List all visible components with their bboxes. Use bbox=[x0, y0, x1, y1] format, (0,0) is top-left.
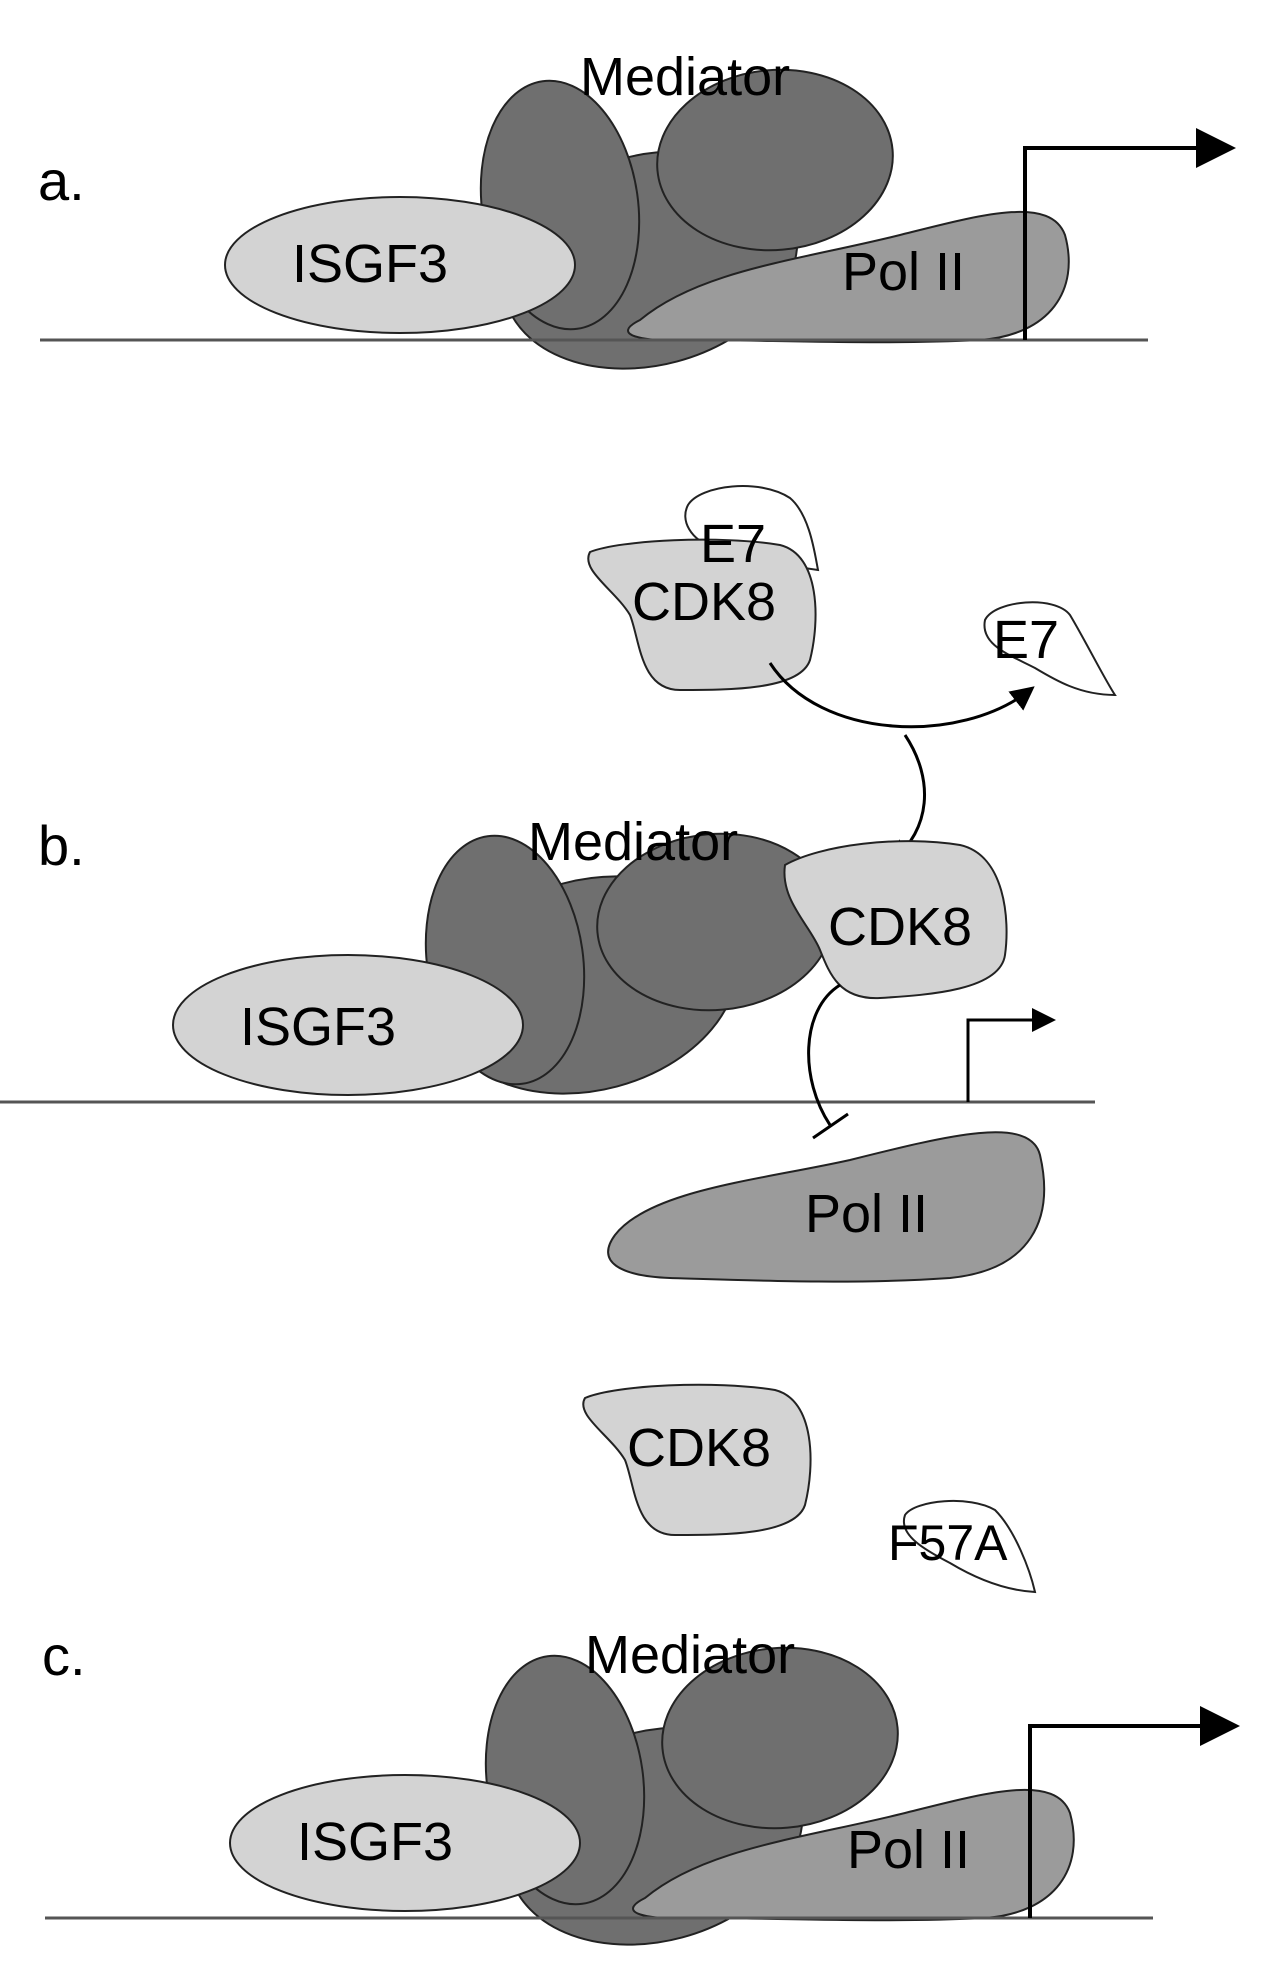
panel-b-mediator-label: Mediator bbox=[528, 812, 738, 872]
panel-a-mediator-label: Mediator bbox=[580, 47, 790, 107]
panel-b-label: b. bbox=[38, 814, 85, 877]
panel-c-mediator-label: Mediator bbox=[585, 1625, 795, 1685]
panel-c-cdk8-free-label: CDK8 bbox=[627, 1418, 771, 1478]
panel-b-e7-release-arrow bbox=[768, 662, 1035, 729]
panel-b-e7-bound-label: E7 bbox=[700, 514, 766, 574]
panel-c-polii-label: Pol II bbox=[847, 1820, 970, 1880]
panel-a-transcription-arrow bbox=[1023, 128, 1236, 340]
panel-b: b. E7 CDK8 E7 Mediator CDK8 ISGF3 Po bbox=[0, 485, 1117, 1283]
panel-a-isgf3-label: ISGF3 bbox=[292, 234, 448, 294]
panel-b-cdk8-bound bbox=[783, 840, 1008, 1000]
panel-b-isgf3 bbox=[172, 954, 524, 1096]
panel-b-transcription-arrow bbox=[966, 1008, 1056, 1102]
panel-c-f57a-mutant bbox=[902, 1500, 1037, 1594]
panel-c-transcription-arrow bbox=[1028, 1706, 1240, 1918]
panel-a-polii-label: Pol II bbox=[842, 242, 965, 302]
panel-c-cdk8-free bbox=[582, 1383, 812, 1537]
panel-a-mediator-head bbox=[656, 68, 894, 252]
panel-c-isgf3 bbox=[229, 1774, 581, 1912]
panel-c-label: c. bbox=[42, 1624, 86, 1687]
panel-b-e7-released bbox=[983, 601, 1117, 697]
panel-b-inhibition-arrow bbox=[807, 983, 841, 1126]
panel-a-label: a. bbox=[38, 149, 85, 212]
panel-c-mediator-head bbox=[661, 1646, 899, 1830]
panel-c: c. CDK8 F57A Mediator ISGF3 Pol II bbox=[42, 1383, 1240, 1946]
panel-a-complex bbox=[40, 68, 1236, 370]
panel-b-cdk8-bound-label: CDK8 bbox=[828, 897, 972, 957]
panel-c-complex bbox=[45, 1646, 1240, 1946]
panel-b-cdk8-free bbox=[587, 538, 817, 692]
panel-b-inhibition-bar bbox=[812, 1112, 849, 1140]
panel-a: a. Mediator ISGF3 Pol II bbox=[38, 47, 1236, 370]
panel-a-isgf3 bbox=[224, 196, 576, 334]
panel-c-isgf3-label: ISGF3 bbox=[297, 1812, 453, 1872]
panel-b-polii-label: Pol II bbox=[805, 1184, 928, 1244]
panel-b-cdk8-free-label: CDK8 bbox=[632, 572, 776, 632]
panel-b-e7-released-label: E7 bbox=[993, 610, 1059, 670]
panel-c-f57a-label: F57A bbox=[888, 1515, 1008, 1571]
panel-b-isgf3-label: ISGF3 bbox=[240, 997, 396, 1057]
panel-b-polii bbox=[607, 1131, 1046, 1283]
